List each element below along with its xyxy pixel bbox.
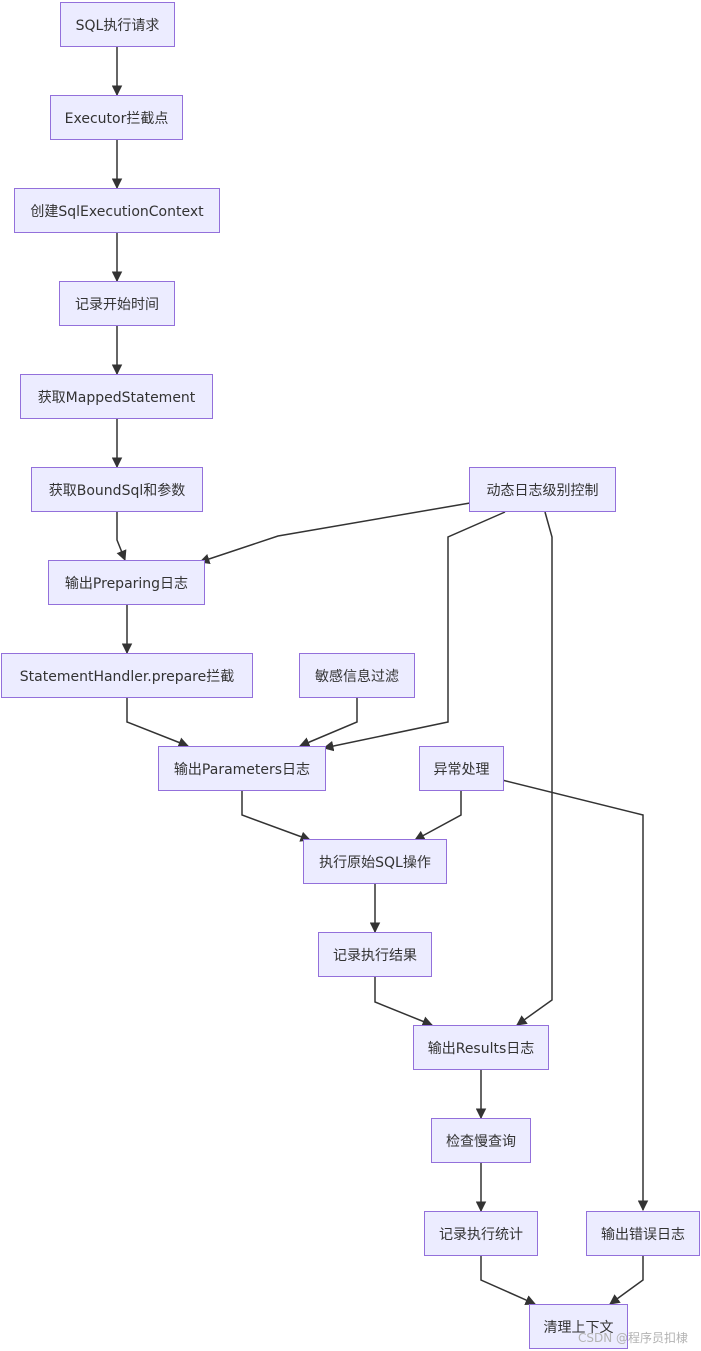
node-label: 检查慢查询 <box>446 1133 516 1150</box>
node-label: 输出Parameters日志 <box>173 761 311 778</box>
node-record-result: 记录执行结果 <box>318 932 432 977</box>
node-label: 敏感信息过滤 <box>315 668 399 685</box>
node-label: StatementHandler.prepare拦截 <box>19 668 235 685</box>
node-get-mapped-statement: 获取MappedStatement <box>20 374 213 419</box>
node-label: 获取MappedStatement <box>37 389 196 406</box>
node-exception-handling: 异常处理 <box>419 746 504 791</box>
node-label: 创建SqlExecutionContext <box>30 203 204 220</box>
node-label: 输出错误日志 <box>601 1226 685 1243</box>
node-label: 清理上下文 <box>543 1319 614 1336</box>
node-output-preparing-log: 输出Preparing日志 <box>48 560 205 605</box>
edge-dynamic-log-to-parameters-log <box>322 511 506 752</box>
node-label: SQL执行请求 <box>75 17 160 34</box>
edge-exception-to-error-log <box>501 779 649 1212</box>
node-label: 记录执行结果 <box>333 947 417 964</box>
edge-boundsql-to-preparing-log <box>116 512 127 561</box>
watermark: CSDN @程序员扣棣 <box>578 1331 689 1345</box>
node-output-error-log: 输出错误日志 <box>586 1211 700 1256</box>
node-label: 执行原始SQL操作 <box>319 854 431 871</box>
node-record-statistics: 记录执行统计 <box>424 1211 538 1256</box>
edge-exception-to-execute-sql <box>414 791 462 841</box>
node-label: 记录开始时间 <box>75 296 159 313</box>
edge-sensitive-filter-to-parameters-log <box>299 698 358 748</box>
edge-statistics-to-clean-context <box>480 1256 536 1305</box>
node-output-results-log: 输出Results日志 <box>413 1025 549 1070</box>
edge-record-result-to-results-log <box>374 977 433 1027</box>
node-label: 记录执行统计 <box>439 1226 523 1243</box>
node-sql-request: SQL执行请求 <box>60 2 175 47</box>
node-get-boundsql: 获取BoundSql和参数 <box>31 467 203 512</box>
edge-statementhandler-to-parameters-log <box>126 698 189 748</box>
node-create-context: 创建SqlExecutionContext <box>14 188 220 233</box>
node-label: 获取BoundSql和参数 <box>48 482 186 499</box>
node-sensitive-filter: 敏感信息过滤 <box>299 653 415 698</box>
node-statementhandler-prepare: StatementHandler.prepare拦截 <box>1 653 253 698</box>
node-label: Executor拦截点 <box>64 110 169 127</box>
node-label: 异常处理 <box>433 761 490 778</box>
node-record-start-time: 记录开始时间 <box>59 281 175 326</box>
node-label: 动态日志级别控制 <box>486 482 599 499</box>
node-label: 输出Preparing日志 <box>64 575 189 592</box>
node-clean-context: 清理上下文 <box>529 1304 628 1349</box>
node-executor-intercept: Executor拦截点 <box>50 95 183 140</box>
edge-dynamic-log-to-results-log <box>516 511 553 1026</box>
node-output-parameters-log: 输出Parameters日志 <box>158 746 326 791</box>
edge-parameters-log-to-execute-sql <box>241 791 311 842</box>
node-check-slow-query: 检查慢查询 <box>431 1118 531 1163</box>
edge-error-log-to-clean-context <box>609 1256 644 1305</box>
node-label: 输出Results日志 <box>427 1040 535 1057</box>
node-dynamic-log-level: 动态日志级别控制 <box>469 467 616 512</box>
node-execute-sql: 执行原始SQL操作 <box>303 839 447 884</box>
edge-dynamic-log-to-preparing-log <box>199 502 471 564</box>
